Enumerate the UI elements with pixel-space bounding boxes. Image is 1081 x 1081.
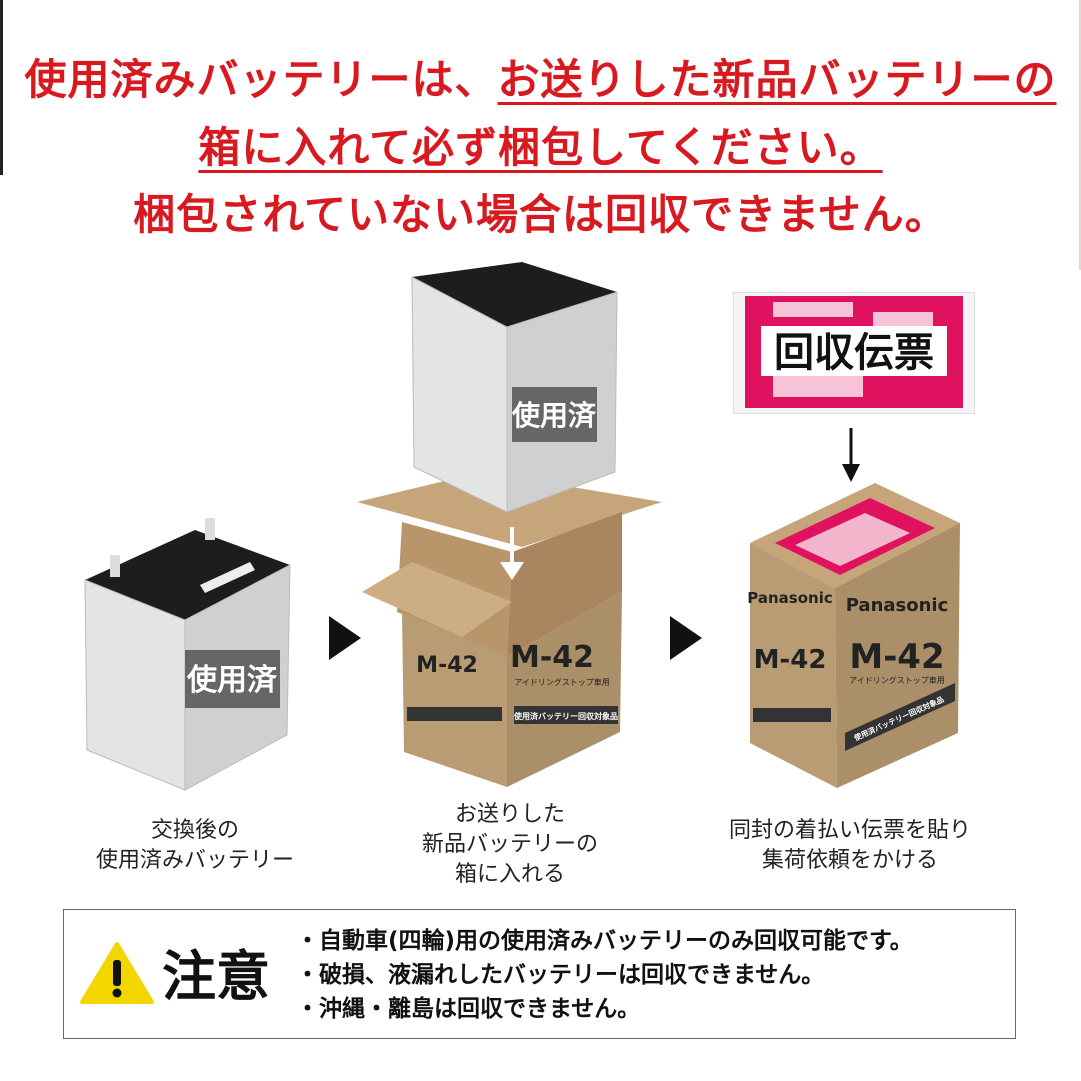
box-model: M-42 [849, 637, 944, 677]
down-arrow-icon [842, 428, 860, 482]
box-model: M-42 [416, 653, 478, 678]
step-2-caption: お送りした新品バッテリーの箱に入れる [421, 802, 598, 887]
headline-text: 使用済みバッテリーは、 [24, 55, 498, 104]
notice-title: 注意 [162, 945, 270, 1008]
sealed-box-illustration: Panasonic Panasonic M-42 M-42 アイドリングストップ… [747, 483, 960, 788]
step-arrow-icon [329, 616, 361, 660]
step-1-caption: 交換後の使用済みバッテリー [95, 818, 294, 873]
left-edge-line [0, 0, 3, 175]
step-arrow-icon [670, 616, 702, 660]
notice-item: ・自動車(四輪)用の使用済みバッテリーのみ回収可能です。 [296, 928, 913, 954]
right-edge-line [1079, 0, 1081, 270]
headline-line-1: 使用済みバッテリーは、お送りした新品バッテリーの [0, 46, 1081, 107]
box-model: M-42 [754, 645, 827, 675]
headline-line-2: 箱に入れて必ず梱包してください。 [0, 114, 1081, 175]
warning-triangle-icon [80, 942, 154, 1004]
box-brand: Panasonic [747, 589, 832, 607]
box-brand: Panasonic [846, 595, 949, 616]
box-subtitle: アイドリングストップ車用 [514, 677, 610, 687]
box-model: M-42 [510, 640, 594, 675]
return-slip-illustration: 回収伝票 [733, 292, 975, 414]
box-packing-illustration: 使用済 M-42 M-42 アイドリングストップ車用 使用済バッテリー回収対象品 [357, 262, 662, 787]
headline-line-3: 梱包されていない場合は回収できません。 [133, 190, 948, 239]
used-battery-illustration: 使用済 [84, 518, 291, 791]
step-3-caption: 同封の着払い伝票を貼り集荷依頼をかける [728, 818, 971, 873]
notice-list: ・自動車(四輪)用の使用済みバッテリーのみ回収可能です。 ・破損、液漏れしたバッ… [296, 924, 913, 1026]
box-subtitle: アイドリングストップ車用 [849, 675, 945, 685]
notice-item: ・破損、液漏れしたバッテリーは回収できません。 [296, 962, 825, 988]
notice-box: 注意 ・自動車(四輪)用の使用済みバッテリーのみ回収可能です。 ・破損、液漏れし… [63, 909, 1016, 1039]
used-label: 使用済 [511, 399, 597, 432]
headline-underlined-text: 箱に入れて必ず梱包してください。 [198, 123, 883, 172]
box-band: 使用済バッテリー回収対象品 [513, 711, 618, 721]
notice-item: ・沖縄・離島は回収できません。 [296, 996, 641, 1022]
slip-label: 回収伝票 [774, 330, 934, 376]
headline-underlined-text: お送りした新品バッテリーの [497, 55, 1057, 104]
used-label: 使用済 [186, 663, 278, 698]
